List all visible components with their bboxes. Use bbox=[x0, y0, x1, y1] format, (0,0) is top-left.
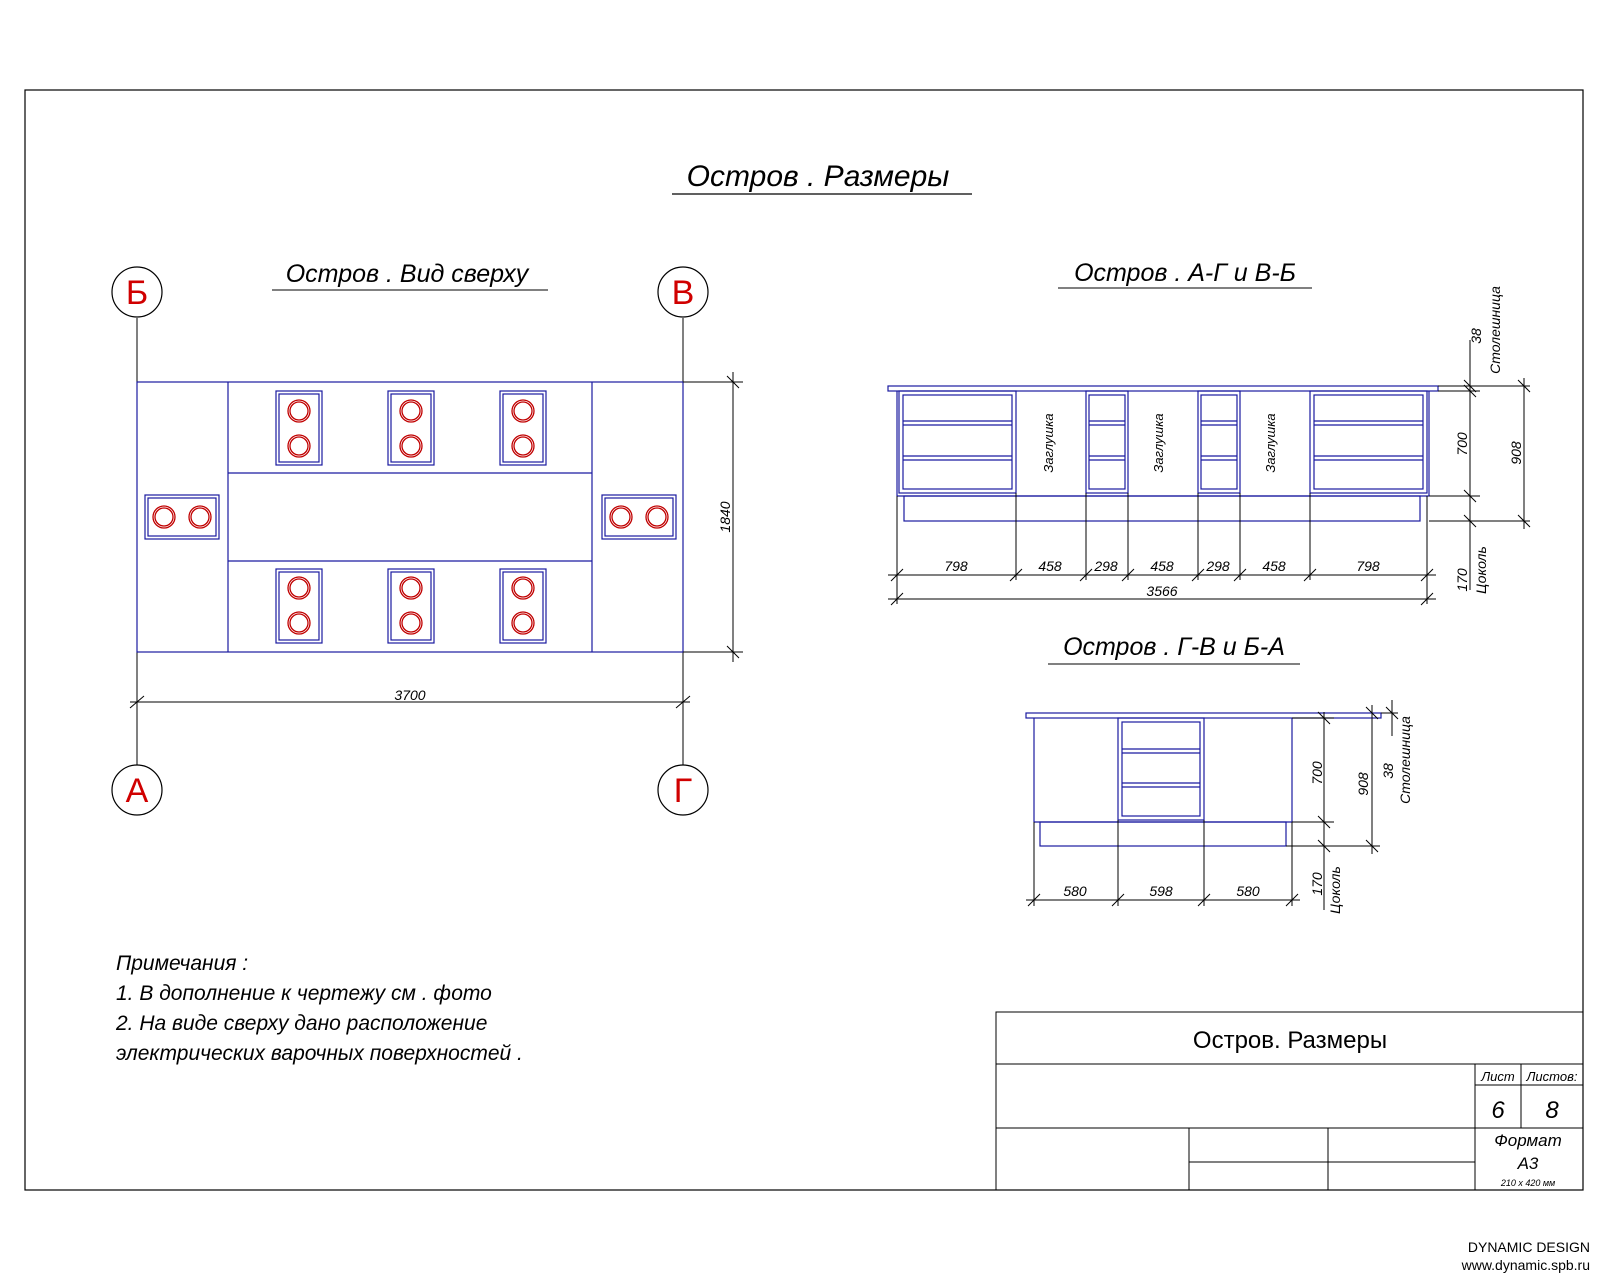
hob bbox=[144, 494, 220, 540]
hob bbox=[275, 390, 323, 466]
segment-dim: 798 bbox=[944, 558, 968, 574]
elevation-a-g: Остров . А-Г и В-Б Заглушка Заглушка bbox=[887, 259, 1531, 606]
body-dim: 700 bbox=[1454, 432, 1470, 456]
hob bbox=[387, 390, 435, 466]
svg-text:Г: Г bbox=[674, 772, 692, 810]
elevation-g-v: Остров . Г-В и Б-А 580 598 580 bbox=[1025, 633, 1413, 914]
segment-dim: 598 bbox=[1149, 883, 1173, 899]
note-line: 2. На виде сверху дано расположение bbox=[115, 1012, 487, 1035]
plinth-dim: 170 bbox=[1309, 872, 1325, 896]
format-size: 210 х 420 мм bbox=[1500, 1178, 1555, 1188]
hob bbox=[275, 568, 323, 644]
hob bbox=[499, 568, 547, 644]
axis-marker-v: В bbox=[657, 266, 709, 318]
segment-dim: 298 bbox=[1205, 558, 1230, 574]
elev2-title: Остров . Г-В и Б-А bbox=[1063, 633, 1285, 661]
full-dim: 908 bbox=[1355, 772, 1371, 796]
sheets-label: Листов: bbox=[1526, 1069, 1578, 1084]
hob bbox=[601, 494, 677, 540]
top-label: Столешница bbox=[1487, 286, 1503, 374]
segment-dim: 458 bbox=[1262, 558, 1286, 574]
body-dim: 700 bbox=[1309, 761, 1325, 785]
segment-dim: 580 bbox=[1236, 883, 1260, 899]
plug-label: Заглушка bbox=[1263, 413, 1278, 472]
total-dim: 3566 bbox=[1146, 583, 1177, 599]
format-value: А3 bbox=[1517, 1154, 1539, 1173]
sheet-frame bbox=[24, 89, 1584, 1191]
dim-width: 3700 bbox=[394, 687, 425, 703]
segment-dim: 580 bbox=[1063, 883, 1087, 899]
plinth-label: Цоколь bbox=[1327, 866, 1343, 914]
dim-depth: 1840 bbox=[717, 501, 733, 532]
segment-dim: 798 bbox=[1356, 558, 1380, 574]
island-outline bbox=[136, 381, 684, 653]
plug-label: Заглушка bbox=[1041, 413, 1056, 472]
top-view-title: Остров . Вид сверху bbox=[286, 260, 530, 288]
svg-text:Б: Б bbox=[126, 274, 148, 312]
hob bbox=[499, 390, 547, 466]
segment-dim: 458 bbox=[1150, 558, 1174, 574]
top-dim: 38 bbox=[1380, 763, 1396, 779]
segment-dim: 458 bbox=[1038, 558, 1062, 574]
sheets-total: 8 bbox=[1545, 1097, 1559, 1124]
hob bbox=[387, 568, 435, 644]
notes: Примечания : 1. В дополнение к чертежу с… bbox=[115, 952, 523, 1065]
elev1-title: Остров . А-Г и В-Б bbox=[1074, 259, 1296, 287]
plug-label: Заглушка bbox=[1151, 413, 1166, 472]
note-line: электрических варочных поверхностей . bbox=[116, 1042, 523, 1065]
top-dim: 38 bbox=[1468, 328, 1484, 344]
axis-marker-a: А bbox=[111, 764, 163, 816]
title-block-name: Остров. Размеры bbox=[1193, 1027, 1387, 1054]
plinth-dim: 170 bbox=[1454, 568, 1470, 592]
sheet-number: 6 bbox=[1491, 1097, 1505, 1124]
credit-company: DYNAMIC DESIGN bbox=[1468, 1239, 1590, 1255]
svg-text:В: В bbox=[672, 274, 695, 312]
top-label: Столешница bbox=[1397, 716, 1413, 804]
credit-site: www.dynamic.spb.ru bbox=[1461, 1257, 1590, 1273]
format-label: Формат bbox=[1494, 1131, 1562, 1150]
svg-text:А: А bbox=[126, 772, 149, 810]
segment-dim: 298 bbox=[1093, 558, 1118, 574]
axis-marker-b: Б bbox=[111, 266, 163, 318]
sheet-label: Лист bbox=[1480, 1069, 1515, 1084]
full-dim: 908 bbox=[1508, 441, 1524, 465]
note-line: 1. В дополнение к чертежу см . фото bbox=[116, 982, 492, 1005]
axis-marker-g: Г bbox=[657, 764, 709, 816]
main-title: Остров . Размеры bbox=[687, 160, 950, 193]
top-view: Остров . Вид сверху Б В А Г bbox=[111, 260, 743, 816]
title-block bbox=[995, 1011, 1584, 1191]
notes-heading: Примечания : bbox=[116, 952, 248, 975]
plinth-label: Цоколь bbox=[1473, 546, 1489, 594]
